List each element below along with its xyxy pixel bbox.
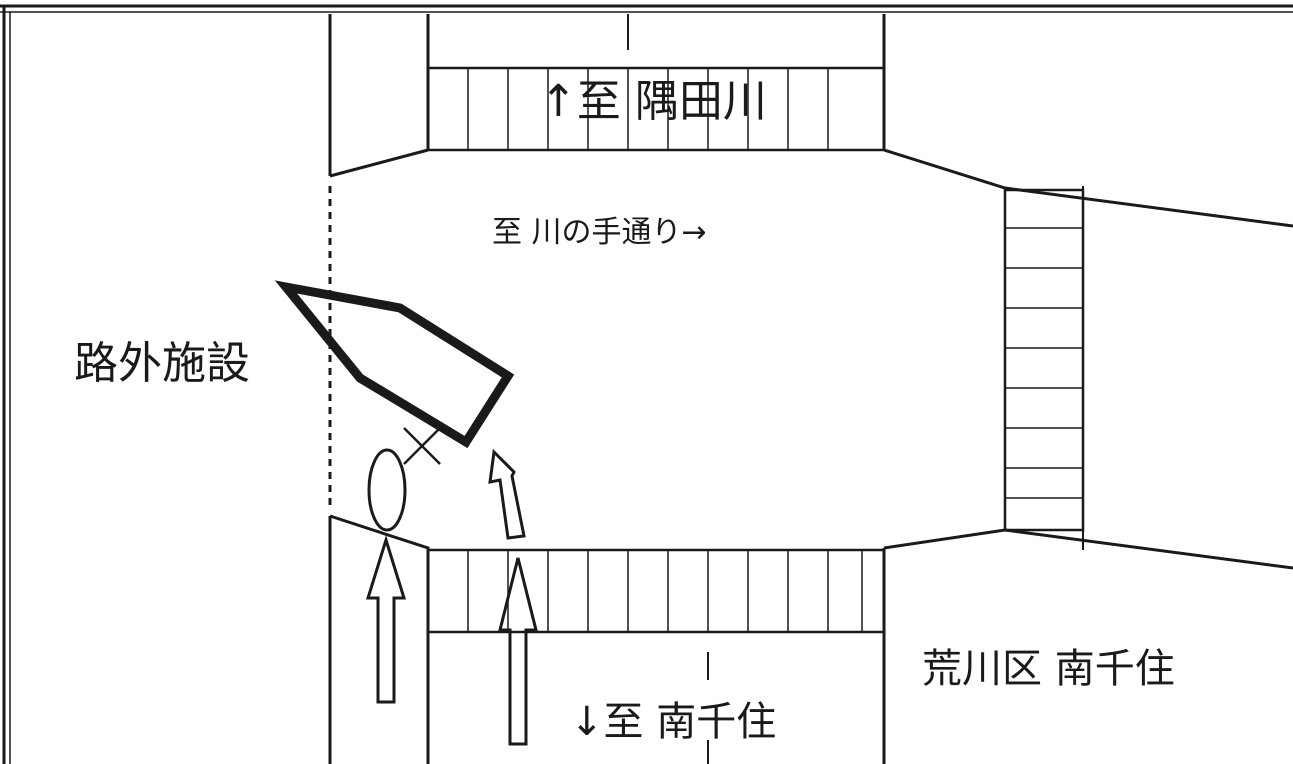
label-to-minamisenju: ↓至 南千住 [570,699,776,745]
label-district: 荒川区 南千住 [922,646,1175,692]
label-off-road-facility: 路外施設 [74,338,250,389]
crosswalk-south [426,548,886,764]
crosswalk-north [426,14,886,152]
pedestrian-marker [367,448,407,532]
label-to-kawanote-street: 至 川の手通り→ [492,215,707,250]
crosswalk-east [1003,186,1085,550]
arrow-center-up [498,557,538,746]
vehicle-shape [274,280,515,449]
arrow-left-up [365,534,407,704]
label-to-sumida-river: ↑至 隅田川 [540,76,767,127]
arrow-diagonal-up [488,448,526,540]
collision-x-mark [403,427,441,465]
frame [0,4,1293,764]
